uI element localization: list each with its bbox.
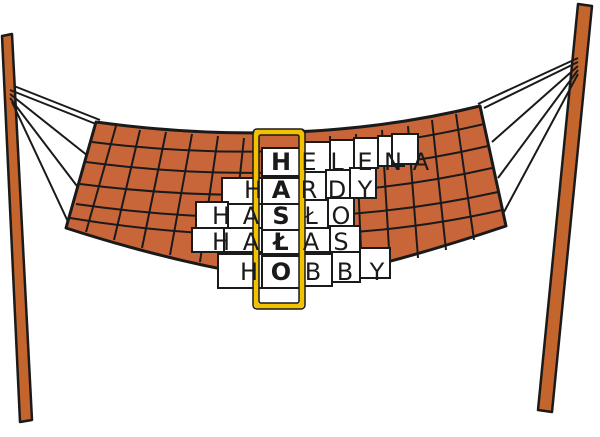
crossword-letter: Ł [271,228,288,256]
left-ropes [9,85,101,227]
crossword-letter: A [272,176,291,204]
crossword-letter: R [301,176,318,204]
crossword-letter: E [357,148,372,176]
crossword-letter: B [305,258,321,286]
crossword-letter: H [240,258,258,286]
right-post [536,2,594,414]
crossword-letter: O [332,202,351,230]
key-column-frame-inner [258,134,300,304]
crossword-letter: L [330,148,344,176]
crossword-letter: O [271,258,291,286]
crossword-letter: H [271,148,291,176]
crossword-letter: A [303,228,320,256]
key-column-frame-outline [252,128,306,310]
right-ropes [477,57,579,213]
crossword-letter: N [384,148,402,176]
key-column-frame [253,129,305,309]
left-post [0,32,34,424]
crossword-letter: B [337,258,353,286]
crossword-letter: Y [357,176,373,204]
crossword-letter: A [243,202,260,230]
crossword-letter: D [328,176,346,204]
crossword-letter: Ł [303,202,318,230]
crossword-letter: Y [369,258,385,286]
crossword-letter: H [244,176,262,204]
crossword-letter: H [212,228,230,256]
crossword-letter: A [243,228,260,256]
crossword-letter: S [272,202,289,230]
crossword-letter: S [333,228,348,256]
crossword-letter: E [301,148,316,176]
crossword-letter: H [212,202,230,230]
crossword-letter: A [413,148,430,176]
